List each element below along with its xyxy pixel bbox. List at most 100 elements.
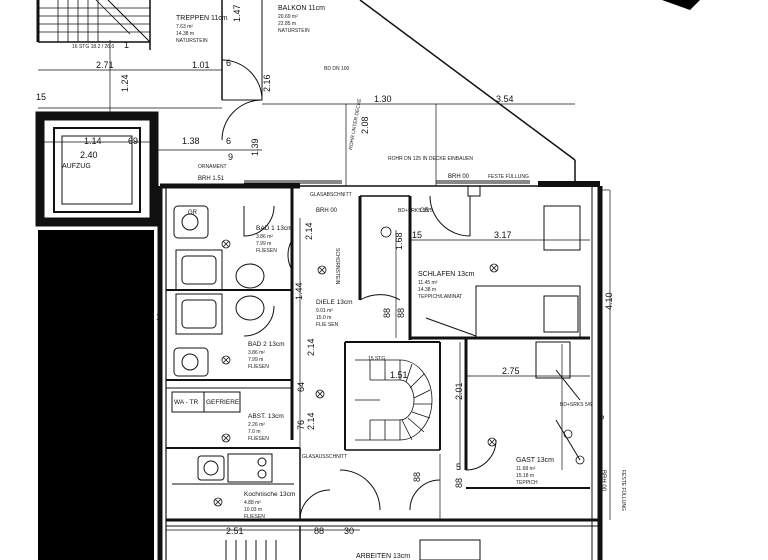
blacked-out-area — [38, 230, 154, 560]
room-bad1-floor: FLIESEN — [256, 248, 277, 254]
door-swings — [221, 59, 497, 521]
room-kochnische-floor: FLIESEN — [244, 514, 265, 520]
dim-88-c: 88 — [454, 478, 464, 488]
room-kochnische: Kochnische 13cm 4.88 m² 10.03 m FLIESEN — [244, 491, 295, 520]
room-bad2: BAD 2 13cm 3.86 m² 7.99 m FLIESEN — [248, 341, 285, 370]
room-bad1-perimeter: 7.99 m — [256, 241, 271, 247]
label-stair-code-1: 16 STG 18.2 / 26.0 — [72, 44, 114, 50]
dim-275: 2.75 — [502, 366, 520, 376]
kitchen-fixtures — [172, 453, 294, 485]
label-brh-00-a: BRH 00 — [316, 208, 338, 214]
north-windows — [244, 180, 530, 197]
dim-144: 1.44 — [294, 282, 304, 300]
bath2-fixtures — [173, 293, 265, 377]
room-diele-perimeter: 15.0 m — [316, 315, 331, 321]
dim-1-b: 1 — [156, 312, 161, 322]
room-gast-floor: TEPPICH — [516, 480, 538, 486]
spiral-stair — [355, 359, 433, 441]
elevator-shaft — [35, 111, 159, 227]
label-bd-dn: BD DN 100 — [324, 66, 350, 72]
room-diele-floor: FLIE SEN — [316, 322, 339, 328]
room-diele-area: 9.01 m² — [316, 308, 333, 314]
room-treppen-floor: NATURSTEIN — [176, 38, 208, 44]
label-gr-1: GR — [188, 210, 198, 216]
label-feste-fullung-top: FESTE FÜLLUNG — [488, 173, 529, 180]
room-diele-name: DIELE 13cm — [316, 299, 353, 306]
upper-stair-treads — [38, 0, 150, 35]
room-bad1-name: BAD 1 13cm — [256, 225, 293, 232]
label-glasausschnitt: GLASAUSSCHNITT — [302, 454, 347, 460]
dim-9: 9 — [228, 152, 233, 162]
dim-30: 30 — [344, 526, 354, 536]
dim-168: 1.68 — [394, 232, 404, 250]
room-treppen-name: TREPPEN 11cm — [176, 15, 228, 22]
label-schornstein: SCHORNSTEIN — [334, 248, 340, 285]
label-rohr-note-1: ROHR DN 125 IN DECKE EINBAUEN — [388, 156, 473, 162]
dim-88-b: 88 — [396, 308, 406, 318]
structural-walls — [36, 0, 576, 184]
label-feste-fullung-right: FESTE FÜLLUNG — [620, 470, 627, 511]
room-abst-name: ABST. 13cm — [248, 413, 284, 420]
dim-271: 2.71 — [96, 60, 114, 70]
room-abst-perimeter: 7.0 m — [248, 429, 261, 435]
label-brh-151: BRH 1.51 — [198, 176, 225, 182]
dim-214-c: 2.14 — [306, 412, 316, 430]
room-arbeiten-name: ARBEITEN 13cm — [356, 553, 410, 560]
room-treppen-area: 7.63 m² — [176, 24, 193, 30]
room-treppen-perimeter: 14.38 m — [176, 31, 194, 37]
dim-69: 69 — [128, 136, 138, 146]
room-kochnische-area: 4.88 m² — [244, 500, 261, 506]
dim-354: 3.54 — [496, 94, 514, 104]
room-bad2-name: BAD 2 13cm — [248, 341, 285, 348]
dim-201: 2.01 — [454, 382, 464, 400]
dim-139: 1.39 — [250, 138, 260, 156]
room-gast-area: 11.68 m² — [516, 466, 536, 472]
room-abst: ABST. 13cm 2.26 m² 7.0 m FLIESEN — [248, 413, 284, 442]
room-kochnische-name: Kochnische 13cm — [244, 491, 295, 498]
room-gast-perimeter: 15.18 m — [516, 473, 534, 479]
room-bad2-perimeter: 7.99 m — [248, 357, 263, 363]
dim-240: 2.40 — [80, 150, 98, 160]
dim-1: 1 — [124, 40, 129, 50]
dim-101: 1.01 — [192, 60, 210, 70]
dim-214-a: 2.14 — [304, 222, 314, 240]
room-gast-name: GAST 13cm — [516, 457, 554, 464]
room-treppen: TREPPEN 11cm 7.63 m² 14.38 m NATURSTEIN — [176, 15, 228, 44]
room-schlafen-perimeter: 14.38 m — [418, 287, 436, 293]
room-diele: DIELE 13cm 9.01 m² 15.0 m FLIE SEN — [316, 299, 353, 328]
dim-88-e: 88 — [314, 526, 324, 536]
label-stair-code-2: 15 STG — [368, 356, 385, 362]
room-schlafen-name: SCHLAFEN 13cm — [418, 271, 475, 278]
dim-151: 1.51 — [390, 370, 408, 380]
dim-317: 3.17 — [494, 230, 512, 240]
apartment-walls — [157, 181, 603, 560]
dim-114: 1.14 — [84, 136, 102, 146]
dimension-lines — [38, 40, 611, 531]
label-wa-tr: WA - TR — [174, 399, 199, 406]
utility-boxes — [171, 391, 241, 413]
dimension-labels: 2.71 1.01 6 1.24 2.16 1.47 1 15 1.14 69 … — [36, 4, 614, 536]
room-bad1-area: 3.86 m² — [256, 234, 273, 240]
ceiling-lights — [213, 226, 585, 507]
label-ornament: ORNAMENT — [198, 164, 227, 170]
dim-251: 2.51 — [226, 526, 244, 536]
dim-410: 4.10 — [604, 292, 614, 310]
dim-214-b: 2.14 — [306, 338, 316, 356]
dim-6-c: 6 — [596, 415, 606, 420]
room-gast: GAST 13cm 11.68 m² 15.18 m TEPPICH — [516, 457, 554, 486]
room-schlafen-area: 11.45 m² — [418, 280, 438, 286]
room-schlafen: SCHLAFEN 13cm 11.45 m² 14.38 m TEPPICH/L… — [418, 271, 475, 300]
dim-124: 1.24 — [120, 74, 130, 92]
label-glasabschnitt: GLASABSCHNITT — [310, 192, 352, 198]
dim-15: 15 — [36, 92, 46, 102]
corner-mark — [662, 0, 700, 10]
dim-130: 1.30 — [374, 94, 392, 104]
room-balkon: BALKON 11cm 20.69 m² 22.85 m NATURSTEIN — [278, 5, 325, 34]
label-bd-srks-1: BD+SRKS 15/5 — [398, 208, 433, 214]
bath1-fixtures — [173, 205, 265, 291]
dim-76: 76 — [296, 420, 306, 430]
arbeiten-edge — [225, 540, 277, 560]
room-balkon-area: 20.69 m² — [278, 14, 298, 20]
label-bd-srks-2: BD+SRKS 5/6 — [560, 402, 592, 408]
